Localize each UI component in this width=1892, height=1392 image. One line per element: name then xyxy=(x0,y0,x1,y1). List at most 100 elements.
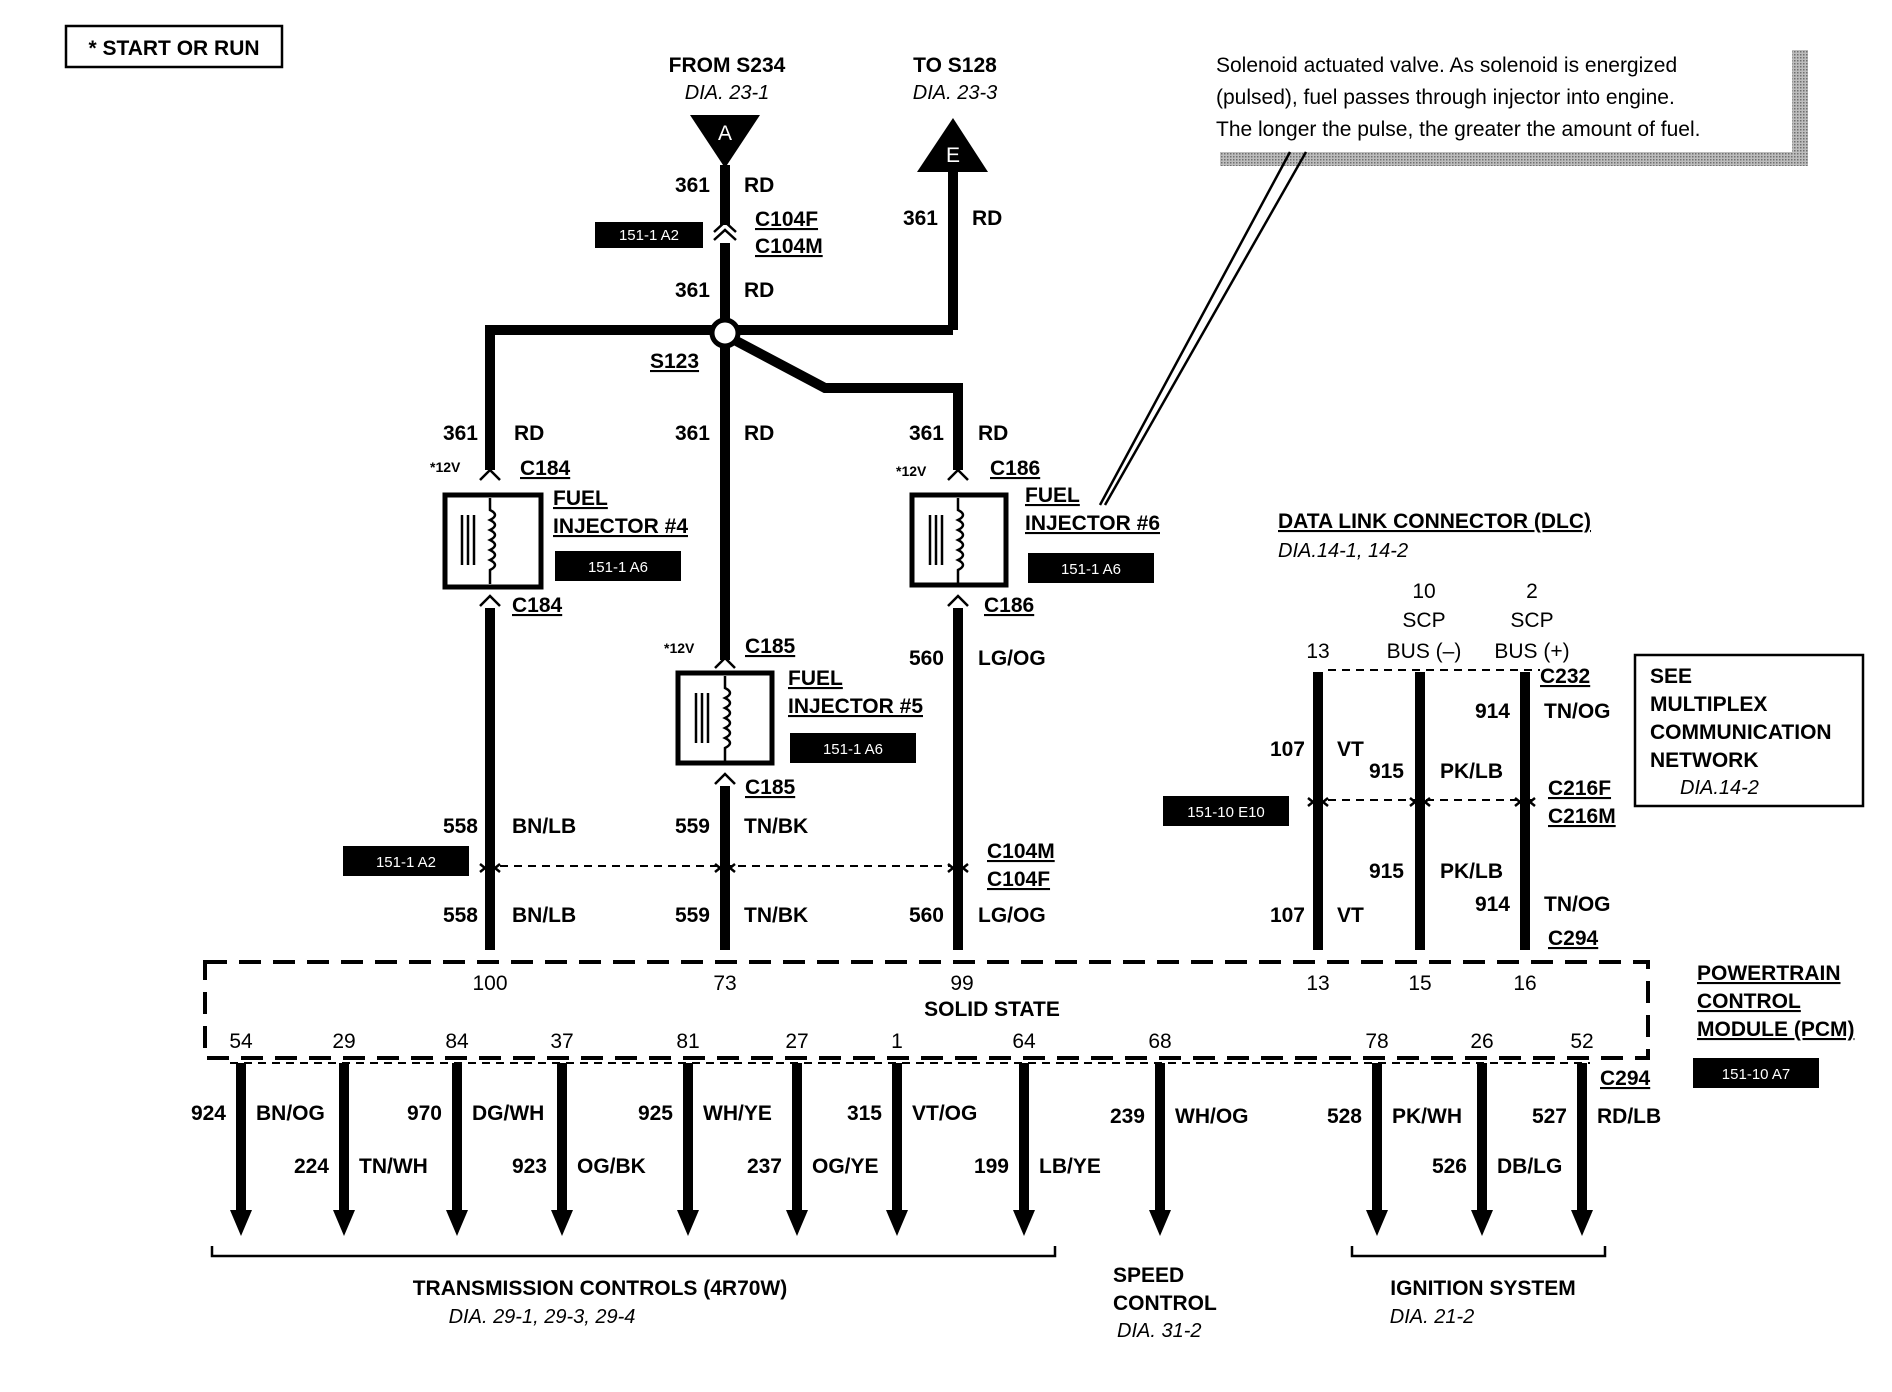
pcm-pin: 52 xyxy=(1570,1030,1593,1053)
note-line-2: (pulsed), fuel passes through injector i… xyxy=(1216,86,1675,109)
wire-914-label: 914 xyxy=(1475,893,1510,916)
splice-s123-label: S123 xyxy=(650,350,699,373)
speed-group-label-2: CONTROL xyxy=(1113,1292,1217,1315)
tag-151-10-a7 xyxy=(1693,1058,1819,1088)
wire-bnlb-label: BN/LB xyxy=(512,815,576,838)
to-dia-label: DIA. 23-3 xyxy=(913,82,997,104)
output-wire-num: 527 xyxy=(1532,1105,1567,1128)
wire-914-label: 914 xyxy=(1475,700,1510,723)
connector-c186: C186 xyxy=(984,594,1034,617)
dlc-pin-13: 13 xyxy=(1306,640,1329,663)
output-wire-color: TN/WH xyxy=(359,1155,428,1178)
output-wire-color: LB/YE xyxy=(1039,1155,1101,1178)
pcm-solid-state: SOLID STATE xyxy=(924,998,1060,1021)
injector-5-label: INJECTOR #5 xyxy=(788,695,923,718)
wire-rd-label: RD xyxy=(744,174,774,197)
pcm-title-2: CONTROL xyxy=(1697,990,1801,1013)
pcm-pin: 54 xyxy=(229,1030,253,1053)
output-wire-color: OG/YE xyxy=(812,1155,879,1178)
connector-c184: C184 xyxy=(520,457,571,480)
wire-915-label: 915 xyxy=(1369,760,1404,783)
connector-c104f: C104F xyxy=(755,208,818,231)
plus12v-label: *12V xyxy=(664,640,695,656)
plus12v-label: *12V xyxy=(896,463,927,479)
tag-text: 151-1 A6 xyxy=(823,741,883,758)
dlc-dia: DIA.14-1, 14-2 xyxy=(1278,540,1408,562)
plus12v-label: *12V xyxy=(430,459,461,475)
connector-a-triangle xyxy=(690,115,760,168)
dlc-scp: SCP xyxy=(1510,609,1553,632)
wire-361-label: 361 xyxy=(675,279,710,302)
solenoid-note: Solenoid actuated valve. As solenoid is … xyxy=(1098,38,1808,506)
speed-group-dia: DIA. 31-2 xyxy=(1117,1320,1201,1342)
pcm-title-1: POWERTRAIN xyxy=(1697,962,1841,985)
wire-361-label: 361 xyxy=(903,207,938,230)
wire-361-label: 361 xyxy=(675,422,710,445)
wire-rd-label: RD xyxy=(978,422,1008,445)
wire-lgog-label: LG/OG xyxy=(978,647,1046,670)
connector-e-letter: E xyxy=(946,144,960,167)
start-run-box: * START OR RUN xyxy=(64,24,284,69)
pcm-pin: 100 xyxy=(472,972,507,995)
connector-c104f: C104F xyxy=(987,868,1050,891)
dlc-wires xyxy=(1307,672,1536,950)
connector-c104m: C104M xyxy=(755,235,823,258)
multiplex-line-4: NETWORK xyxy=(1650,749,1759,772)
ign-bracket xyxy=(1350,1246,1607,1258)
fuel-label: FUEL xyxy=(788,667,843,690)
tag-151-1-a6 xyxy=(790,733,916,763)
dlc-pin-10: 10 xyxy=(1412,580,1435,603)
fuel-injector-5: *12V C185 FUEL INJECTOR #5 151-1 A6 C185 xyxy=(664,635,923,799)
trans-group-dia: DIA. 29-1, 29-3, 29-4 xyxy=(449,1306,636,1328)
output-wire-num: 528 xyxy=(1327,1105,1362,1128)
splice-s123 xyxy=(709,317,741,349)
fuel-label: FUEL xyxy=(553,487,608,510)
start-run-label: * START OR RUN xyxy=(88,37,259,60)
trans-group-label: TRANSMISSION CONTROLS (4R70W) xyxy=(413,1277,788,1300)
feed-wires xyxy=(485,165,963,660)
pcm-pin: 1 xyxy=(891,1030,903,1053)
ign-group-dia: DIA. 21-2 xyxy=(1390,1306,1474,1328)
wire-915-label: 915 xyxy=(1369,860,1404,883)
tag-text: 151-10 A7 xyxy=(1722,1066,1790,1083)
dlc-bus-plus: BUS (+) xyxy=(1494,640,1569,663)
wire-vt-label: VT xyxy=(1337,904,1364,927)
wire-361-label: 361 xyxy=(443,422,478,445)
multiplex-line-2: MULTIPLEX xyxy=(1650,693,1767,716)
pcm-pin: 84 xyxy=(445,1030,469,1053)
dlc-pin-2: 2 xyxy=(1526,580,1538,603)
pcm-pin: 16 xyxy=(1513,972,1536,995)
wire-rd-label: RD xyxy=(514,422,544,445)
connector-c294: C294 xyxy=(1548,927,1599,950)
output-wire-num: 924 xyxy=(191,1102,226,1125)
output-wire-num: 925 xyxy=(638,1102,673,1125)
fuel-injector-6: *12V C186 FUEL INJECTOR #6 151-1 A6 C186 xyxy=(896,457,1160,617)
connector-c294: C294 xyxy=(1600,1067,1651,1090)
tag-text: 151-1 A2 xyxy=(376,854,436,871)
pcm-pin: 64 xyxy=(1012,1030,1036,1053)
wire-107-label: 107 xyxy=(1270,904,1305,927)
wire-tnog-label: TN/OG xyxy=(1544,893,1611,916)
wire-pklb-label: PK/LB xyxy=(1440,760,1503,783)
connector-c216f: C216F xyxy=(1548,777,1611,800)
dlc-bus-minus: BUS (–) xyxy=(1387,640,1462,663)
wire-560-label: 560 xyxy=(909,904,944,927)
output-wire-color: RD/LB xyxy=(1597,1105,1661,1128)
pcm-pin: 78 xyxy=(1365,1030,1388,1053)
output-wire-color: OG/BK xyxy=(577,1155,646,1178)
output-wire-color: DG/WH xyxy=(472,1102,544,1125)
pcm-pin: 29 xyxy=(332,1030,355,1053)
tag-text: 151-10 E10 xyxy=(1187,804,1265,821)
wire-558-label: 558 xyxy=(443,815,478,838)
connector-c185: C185 xyxy=(745,635,796,658)
multiplex-box: SEE MULTIPLEX COMMUNICATION NETWORK DIA.… xyxy=(1633,653,1865,808)
dlc-title: DATA LINK CONNECTOR (DLC) xyxy=(1278,510,1591,533)
pcm-pin: 81 xyxy=(676,1030,699,1053)
injector-6-label: INJECTOR #6 xyxy=(1025,512,1160,535)
injector-4-label: INJECTOR #4 xyxy=(553,515,688,538)
note-line-1: Solenoid actuated valve. As solenoid is … xyxy=(1216,54,1677,77)
output-wire-color: WH/YE xyxy=(703,1102,772,1125)
output-wire-num: 315 xyxy=(847,1102,882,1125)
output-wire-num: 970 xyxy=(407,1102,442,1125)
connector-e-triangle xyxy=(917,118,988,172)
